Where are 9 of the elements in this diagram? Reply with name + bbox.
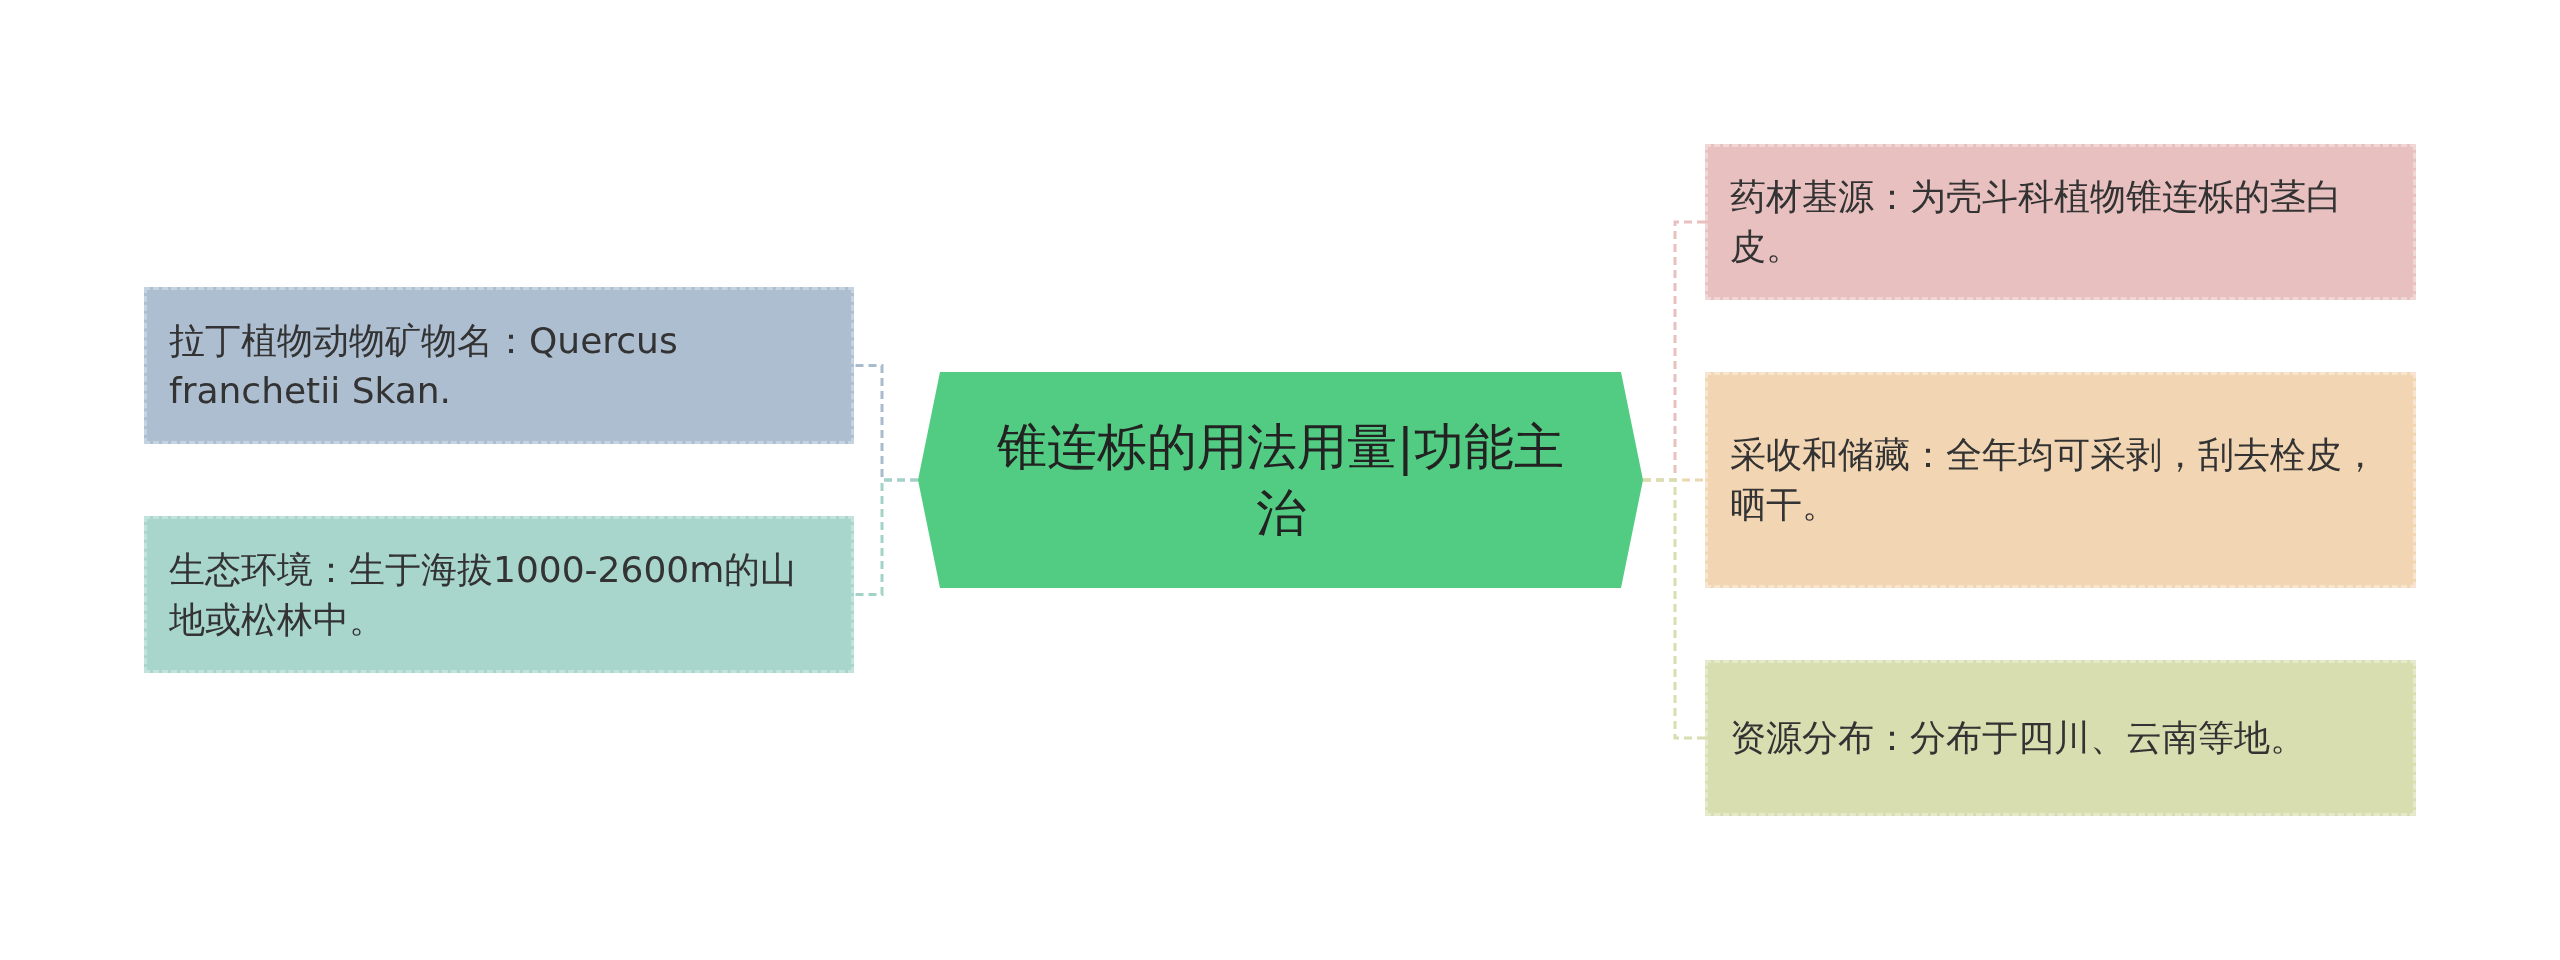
topic-box: 采收和储藏：全年均可采剥，刮去栓皮，晒干。 — [1705, 372, 2416, 588]
topic-box: 药材基源：为壳斗科植物锥连栎的茎白皮。 — [1705, 144, 2416, 300]
connector-line — [1643, 478, 1705, 740]
topic-title: 锥连栎的用法用量|功能主治 — [996, 417, 1565, 544]
topic-hexagon — [918, 372, 1643, 588]
connector-line — [854, 478, 918, 596]
topic-box: 拉丁植物动物矿物名：Quercus franchetii Skan. — [144, 287, 854, 444]
topic-box: 生态环境：生于海拔1000-2600m的山地或松林中。 — [144, 516, 854, 673]
topic-box: 资源分布：分布于四川、云南等地。 — [1705, 660, 2416, 816]
